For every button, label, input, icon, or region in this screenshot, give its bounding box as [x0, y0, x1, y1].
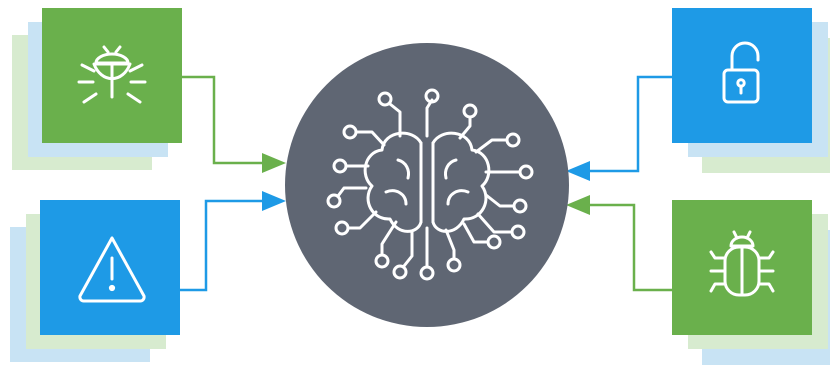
connector-line — [180, 199, 262, 292]
arrow-bug-bottom-right — [566, 195, 672, 292]
connector-line — [590, 203, 672, 292]
tile-front — [672, 8, 812, 143]
connector-line — [590, 75, 672, 173]
beetle-bug-icon — [709, 230, 775, 297]
center-ai-brain — [285, 43, 569, 327]
tile-bug-bottom-right — [672, 200, 830, 365]
arrow-bug-top-left — [182, 75, 286, 173]
arrow-unlock-top-right — [566, 75, 672, 181]
bug-icon — [77, 45, 147, 104]
arrowhead — [262, 191, 286, 211]
open-padlock-icon — [722, 41, 760, 104]
arrow-warning-bottom-left — [180, 191, 286, 292]
arrowhead — [262, 153, 286, 173]
tile-unlock-top-right — [672, 8, 830, 173]
tile-warning-bottom-left — [10, 200, 180, 362]
ai-brain-circuit-icon — [326, 88, 534, 281]
tile-bug-top-left — [12, 8, 182, 170]
warning-triangle-icon — [78, 236, 146, 303]
tile-front — [40, 200, 180, 335]
arrowhead — [566, 161, 590, 181]
connector-line — [182, 75, 262, 165]
center-circle — [285, 43, 569, 327]
arrowhead — [566, 195, 590, 215]
